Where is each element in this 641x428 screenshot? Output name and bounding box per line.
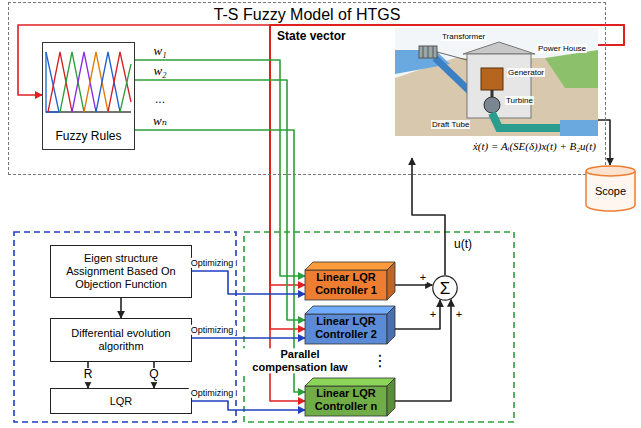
edge-label: u(t) (452, 238, 474, 252)
node-text: LQR (110, 395, 133, 408)
connector (395, 300, 451, 401)
node-text: Linear LQR Controller 2 (307, 315, 385, 341)
node-text: Draft Tube (431, 120, 470, 129)
node-text: Transformer (441, 32, 486, 41)
node-text: Σ (440, 280, 451, 297)
node-text: Linear LQR Controller 1 (307, 271, 385, 297)
connector (192, 337, 305, 339)
node-text: Scope (595, 185, 626, 198)
node-text: Power House (537, 44, 587, 53)
hydro-plant-picture (395, 28, 598, 136)
connector (135, 60, 305, 276)
fuzzy-rules-box: Fuzzy Rules (42, 42, 135, 150)
diagram-label: ... (154, 93, 166, 107)
connector (395, 300, 440, 329)
edge-label: Optimizing (189, 325, 236, 335)
diagram-label: State vector (276, 30, 347, 44)
node-text: Fuzzy Rules (43, 129, 134, 143)
edge-label: Q (147, 368, 160, 382)
membership-functions (46, 52, 131, 112)
connector (192, 401, 305, 410)
summing-junction: Σ (432, 275, 458, 301)
edge-label: Optimizing (189, 388, 236, 398)
connector (412, 158, 445, 275)
node-text: ẋ(t) = Aᵢ(SE(δ))x(t) + B₂u(t) (473, 140, 596, 153)
connector (120, 298, 122, 318)
process-box: Eigen structure Assignment Based On Obje… (50, 245, 192, 298)
diagram-label: + (429, 308, 437, 321)
node-text: Eigen structure Assignment Based On Obje… (55, 252, 187, 291)
connector (270, 25, 624, 285)
process-box: LQR (50, 388, 192, 414)
edge-label: w₂ (151, 64, 168, 79)
edge-label: w₁ (151, 44, 168, 59)
connector (270, 25, 624, 329)
diagram-label: + (455, 308, 463, 321)
node-text: Linear LQR Controller n (307, 387, 385, 413)
connector (395, 284, 432, 286)
diagram-label: ⋮ (371, 352, 389, 370)
diagram-label: + (419, 271, 427, 284)
connector (270, 25, 624, 401)
node-text: Turbine (505, 96, 534, 105)
process-box: Differential evolution algorithm (50, 318, 192, 362)
edge-label: R (82, 368, 95, 382)
scope-cylinder: Scope (585, 165, 636, 211)
connector (18, 25, 624, 95)
controller-box: Linear LQR Controller 1 (305, 262, 395, 300)
edge-label: Optimizing (189, 258, 236, 268)
controller-box: Linear LQR Controller 2 (305, 306, 395, 344)
node-text: Generator (507, 68, 545, 77)
controller-box: Linear LQR Controller n (305, 378, 395, 416)
diagram-label: Parallel compensation law (243, 348, 357, 373)
connector (598, 120, 610, 165)
hydro-plant: TransformerGenerator Power HouseTurbineDr… (395, 28, 598, 158)
controller-region (244, 232, 514, 422)
node-text: T-S Fuzzy Model of HTGS (9, 6, 605, 25)
model-frame: T-S Fuzzy Model of HTGS Fuzzy Rules Transf… (8, 2, 606, 175)
optimization-region (14, 232, 236, 422)
node-text: Differential evolution algorithm (55, 327, 187, 353)
connector (192, 271, 305, 294)
edge-label: wₙ (151, 114, 169, 129)
